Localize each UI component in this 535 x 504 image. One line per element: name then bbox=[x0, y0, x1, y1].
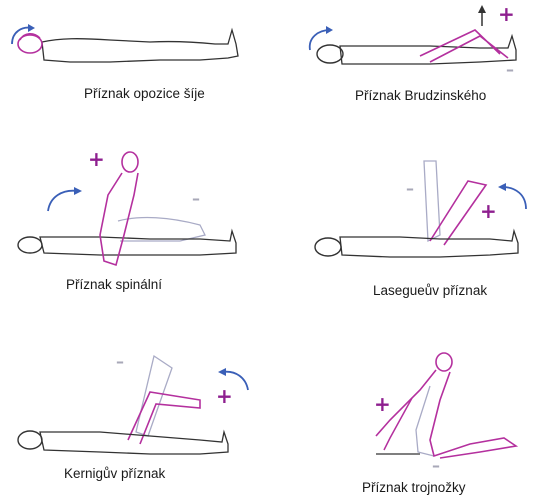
panel-tripod: + – Příznak trojnožky bbox=[280, 340, 535, 504]
plus-sign: + bbox=[374, 394, 391, 414]
raised-head bbox=[122, 152, 138, 172]
plus-sign: + bbox=[88, 149, 105, 169]
head bbox=[315, 238, 341, 256]
raised-torso bbox=[100, 173, 138, 265]
body-outline bbox=[340, 36, 516, 64]
rest-leg bbox=[136, 356, 172, 436]
minus-sign: – bbox=[506, 62, 514, 78]
plus-sign: + bbox=[498, 4, 515, 24]
body-outline bbox=[42, 30, 238, 62]
head bbox=[18, 237, 42, 253]
panel-brudzinski: + – Příznak Brudzinského bbox=[280, 0, 535, 120]
body-outline bbox=[40, 231, 236, 255]
panel-lasegue: – + Lasegueův příznak bbox=[280, 145, 535, 310]
rest-outline bbox=[118, 218, 205, 241]
body-outline bbox=[340, 231, 518, 257]
curved-arrow-icon bbox=[48, 191, 78, 211]
minus-sign: – bbox=[432, 458, 440, 474]
plus-sign: + bbox=[216, 386, 233, 406]
minus-sign: – bbox=[192, 191, 200, 207]
caption-brudzinski: Příznak Brudzinského bbox=[355, 88, 486, 103]
panel-kernig: – + Kernigův příznak bbox=[0, 340, 260, 504]
head bbox=[317, 45, 343, 63]
head bbox=[18, 431, 42, 449]
head bbox=[436, 353, 452, 371]
body-outline bbox=[40, 432, 228, 454]
panel-spinal: + – Příznak spinální bbox=[0, 145, 260, 310]
minus-sign: – bbox=[116, 354, 124, 370]
caption-spinal: Příznak spinální bbox=[66, 277, 162, 292]
caption-kernig: Kernigův příznak bbox=[64, 466, 165, 481]
caption-tripod: Příznak trojnožky bbox=[362, 480, 466, 495]
lying-figure-neck bbox=[0, 0, 260, 120]
caption-neck-stiffness: Příznak opozice šíje bbox=[84, 86, 205, 101]
torso bbox=[376, 370, 516, 458]
minus-sign: – bbox=[406, 181, 414, 197]
flexed-leg bbox=[128, 392, 200, 444]
plus-sign: + bbox=[480, 201, 497, 221]
panel-neck-stiffness: Příznak opozice šíje bbox=[0, 0, 260, 120]
caption-lasegue: Lasegueův příznak bbox=[373, 283, 487, 298]
